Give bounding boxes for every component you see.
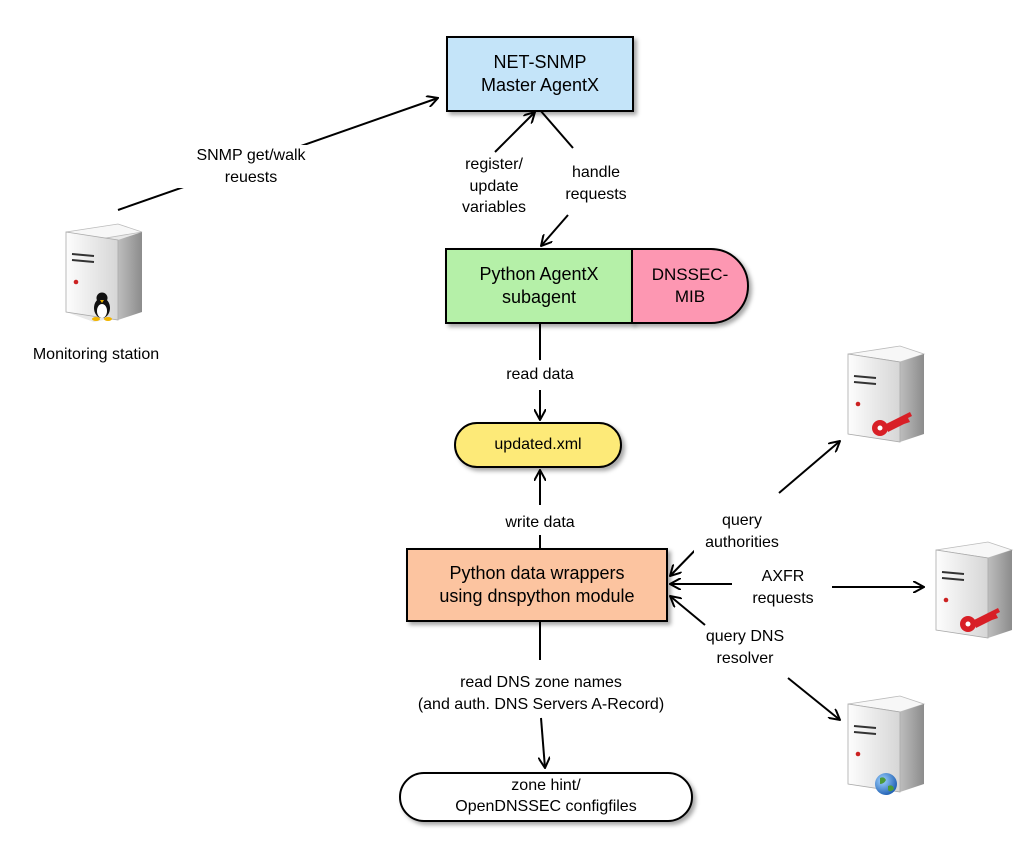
mib-box: DNSSEC- MIB <box>631 248 749 324</box>
write-data-label: write data <box>478 512 602 534</box>
data-wrappers-box: Python data wrappers using dnspython mod… <box>406 548 668 622</box>
edge-register-update <box>494 112 535 153</box>
query-authorities-label: query authorities <box>694 510 790 554</box>
read-dns-zone-label: read DNS zone names (and auth. DNS Serve… <box>386 672 696 716</box>
monitoring-station <box>56 218 152 328</box>
register-update-label: register/ update variables <box>446 154 542 219</box>
handle-requests-label: handle requests <box>548 162 644 206</box>
globe-server-icon <box>847 695 926 795</box>
snmp-requests-label: SNMP get/walk reuests <box>176 145 326 189</box>
monitoring-station-caption: Monitoring station <box>14 344 178 366</box>
linux-server-icon <box>65 223 143 322</box>
zone-hint-box: zone hint/ OpenDNSSEC configfiles <box>399 772 693 822</box>
updated-xml-box: updated.xml <box>454 422 622 468</box>
authority-server-1 <box>838 340 934 452</box>
edge-query-resolver-out <box>787 677 840 720</box>
read-data-label: read data <box>480 364 600 386</box>
key-server-icon <box>935 541 1014 639</box>
axfr-requests-label: AXFR requests <box>738 566 828 610</box>
updated-xml-label: updated.xml <box>494 435 582 453</box>
edge-query-authorities <box>778 441 840 494</box>
master-agent-box: NET-SNMP Master AgentX <box>446 36 634 112</box>
subagent-box: Python AgentX subagent <box>445 248 633 324</box>
resolver-server <box>838 690 934 802</box>
edge-query-resolver-in <box>670 596 706 626</box>
master-agent-label: NET-SNMP Master AgentX <box>480 51 600 95</box>
edge-handle-requests-tail <box>541 214 569 246</box>
mib-label: DNSSEC- MIB <box>651 264 729 306</box>
edge-handle-requests <box>539 109 574 149</box>
authority-server-2 <box>926 536 1022 648</box>
key-server-icon <box>847 345 926 443</box>
subagent-label: Python AgentX subagent <box>479 263 599 307</box>
zone-hint-label: zone hint/ OpenDNSSEC configfiles <box>455 777 637 815</box>
edge-read-dns-zone-tail <box>541 717 545 768</box>
data-wrappers-label: Python data wrappers using dnspython mod… <box>439 562 635 606</box>
query-resolver-label: query DNS resolver <box>690 626 800 670</box>
